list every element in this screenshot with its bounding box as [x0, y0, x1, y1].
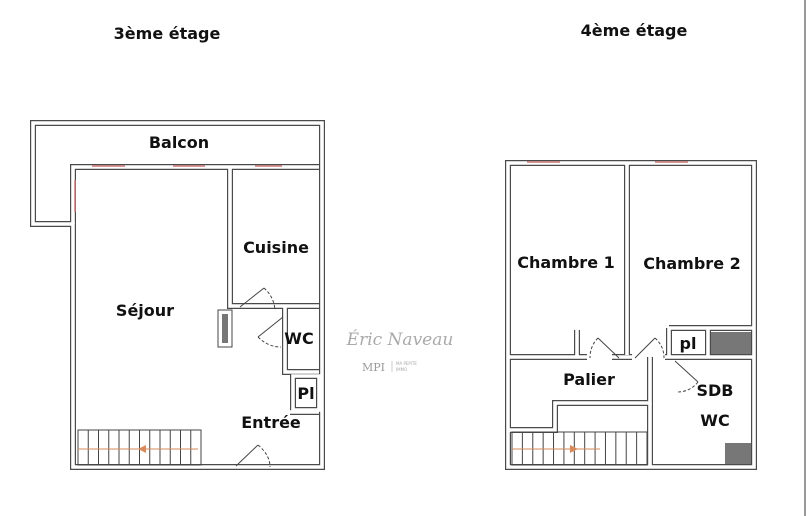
- staircase: [511, 431, 648, 466]
- stair-arrow-icon: [138, 445, 146, 453]
- watermark-brand: MPI: [362, 361, 385, 374]
- room-wc: WC: [700, 411, 729, 430]
- room-palier: Palier: [563, 370, 615, 389]
- doors: [235, 287, 284, 468]
- floor-title-3: 3ème étage: [114, 24, 221, 43]
- stair-arrow-icon: [570, 445, 578, 453]
- room-chambre-2: Chambre 2: [643, 254, 741, 273]
- watermark-tagline-1: MA PEPITE: [396, 361, 417, 366]
- watermark-name: Éric Naveau: [346, 329, 454, 350]
- room-sdb: SDB: [697, 381, 734, 400]
- doors: [589, 337, 699, 393]
- watermark-tagline-2: IMMO: [396, 367, 407, 372]
- watermark-logo: Éric Naveau MPI MA PEPITE IMMO: [346, 329, 454, 374]
- room-placard: pl: [680, 334, 697, 353]
- floor-title-4: 4ème étage: [581, 21, 688, 40]
- windows: [74, 165, 282, 212]
- plan-3eme-etage: Balcon Cuisine Séjour WC Pl Entrée: [30, 120, 325, 470]
- walls: [505, 160, 757, 470]
- room-entree: Entrée: [241, 413, 301, 432]
- room-cuisine: Cuisine: [243, 238, 309, 257]
- fixture: [725, 443, 751, 464]
- room-sejour: Séjour: [116, 301, 174, 320]
- room-placard: Pl: [297, 384, 314, 403]
- room-wc: WC: [284, 329, 313, 348]
- room-chambre-1: Chambre 1: [517, 253, 615, 272]
- plan-4eme-etage: Chambre 1 Chambre 2 pl Palier SDB WC: [505, 160, 757, 470]
- walls: [30, 120, 325, 470]
- staircase: [77, 429, 202, 466]
- fixture: [222, 314, 228, 343]
- fixture: [711, 332, 751, 354]
- room-balcon: Balcon: [149, 133, 209, 152]
